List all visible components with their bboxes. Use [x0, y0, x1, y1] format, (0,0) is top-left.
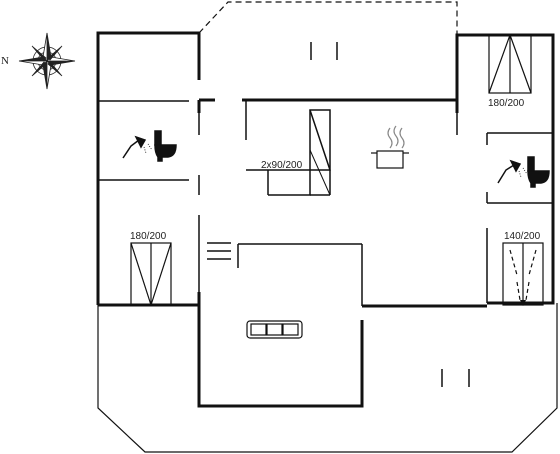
stairs-icon	[207, 242, 231, 260]
bunk-room-bed-label: 2x90/200	[261, 160, 303, 171]
terrace-outline	[97, 303, 558, 453]
shower-toilet-icon	[122, 130, 177, 162]
bunk-bed-icon	[246, 109, 331, 196]
bedroom-top-right-bed-label: 180/200	[488, 98, 525, 109]
bedroom-left-bed-label: 180/200	[130, 231, 167, 242]
dashed-roof-outline	[198, 1, 458, 35]
interior-walls	[98, 100, 553, 306]
top-center-marks	[310, 42, 338, 60]
compass-rose-icon: N	[1, 32, 76, 90]
sofa-icon	[246, 320, 303, 339]
double-bed-icon	[488, 34, 532, 94]
terrace-marks	[441, 369, 470, 387]
double-bed-icon	[130, 242, 172, 306]
cooking-pot-icon	[371, 125, 409, 169]
exterior-walls	[96, 31, 555, 408]
shower-toilet-icon	[497, 156, 550, 188]
compass-north-label: N	[1, 55, 9, 67]
double-bed-icon	[502, 242, 544, 306]
entrance-arrow-icon	[520, 300, 526, 306]
bedroom-right-bed-label: 140/200	[504, 231, 541, 242]
